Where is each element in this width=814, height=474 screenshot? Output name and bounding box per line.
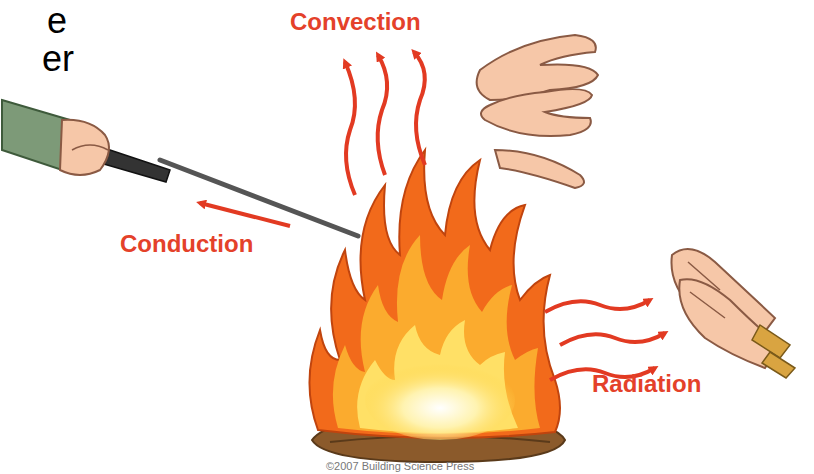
conduction-arrow	[200, 203, 290, 226]
copyright-note: ©2007 Building Science Press	[326, 460, 474, 472]
radiation-label: Radiation	[592, 370, 701, 398]
slide-text-fragment: e	[47, 0, 67, 42]
convection-label: Convection	[290, 8, 421, 36]
conduction-label: Conduction	[120, 230, 253, 258]
hands-beside-fire	[671, 249, 795, 378]
hands-above-fire	[477, 35, 598, 188]
radiation-arrows	[545, 300, 665, 380]
fire-flames	[309, 150, 560, 440]
hand-holding-rod	[2, 100, 358, 236]
convection-arrows	[345, 52, 425, 195]
slide-text-fragment: er	[42, 38, 74, 80]
